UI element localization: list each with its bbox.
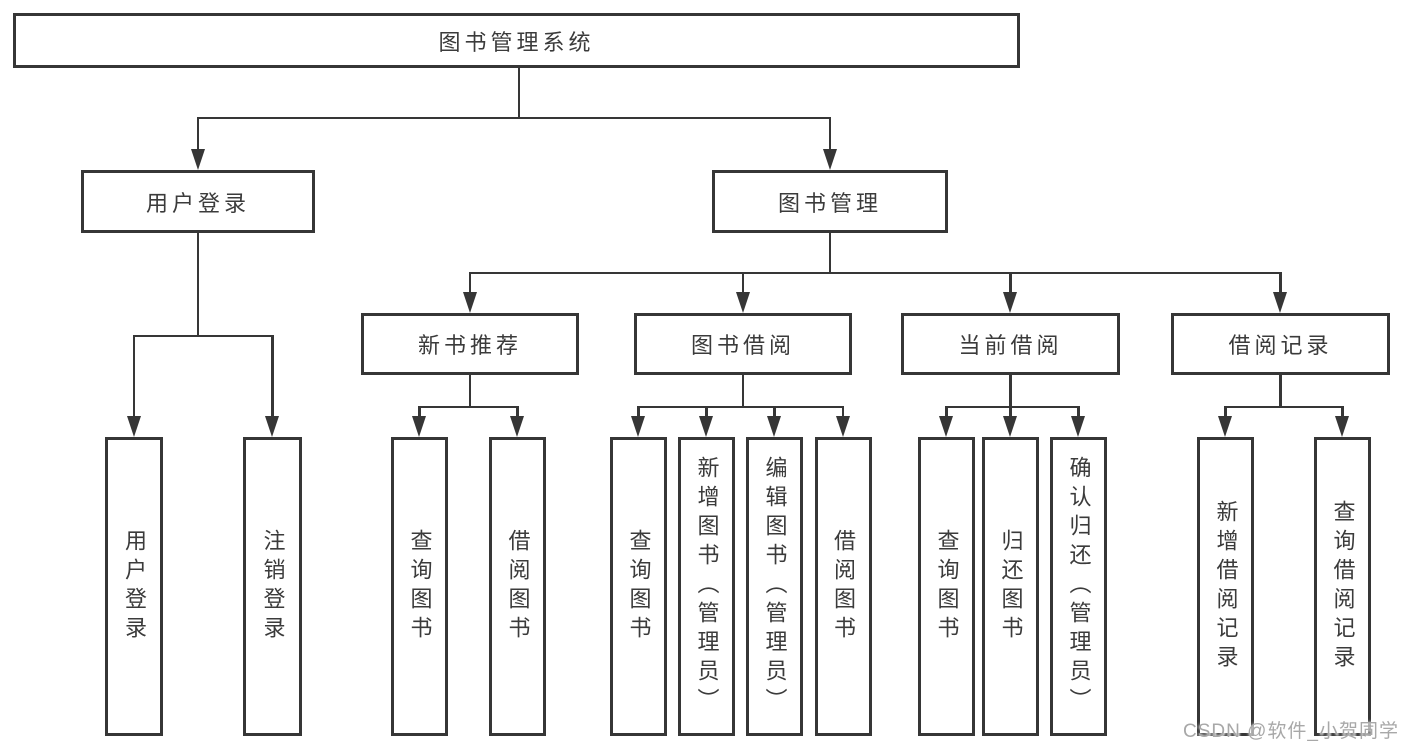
leaf-label: 查询图书 bbox=[626, 528, 652, 645]
leaf-label: 归还图书 bbox=[998, 528, 1024, 645]
connector-line bbox=[468, 375, 472, 407]
leaf-label: 新增借阅记录 bbox=[1213, 499, 1239, 674]
connector-line bbox=[132, 336, 136, 431]
node-label: 图书管理 bbox=[777, 190, 882, 216]
connector-line bbox=[517, 68, 521, 118]
connector-line bbox=[271, 336, 274, 431]
connector-arrowhead bbox=[412, 416, 426, 437]
leaf-label: 编辑图书（管理员） bbox=[762, 456, 788, 717]
leaf-label: 用户登录 bbox=[122, 528, 147, 645]
connector-line bbox=[1009, 375, 1012, 407]
connector-line bbox=[418, 405, 519, 409]
connector-arrowhead bbox=[190, 149, 205, 170]
leaf-label: 确认归还（管理员） bbox=[1066, 456, 1092, 717]
leaf-edit-book-admin: 编辑图书（管理员） bbox=[746, 437, 803, 736]
connector-arrowhead bbox=[767, 416, 781, 437]
leaf-query-books-3: 查询图书 bbox=[918, 437, 975, 736]
connector-arrowhead bbox=[1218, 416, 1232, 437]
leaf-query-books: 查询图书 bbox=[391, 437, 448, 736]
node-new-book-recommend: 新书推荐 bbox=[361, 313, 579, 375]
node-borrowing-records: 借阅记录 bbox=[1171, 313, 1390, 375]
leaf-label: 查询借阅记录 bbox=[1330, 499, 1356, 674]
connector-line bbox=[637, 405, 845, 409]
connector-arrowhead bbox=[1003, 292, 1017, 313]
connector-line bbox=[945, 405, 1080, 409]
leaf-add-borrow-record: 新增借阅记录 bbox=[1197, 437, 1254, 736]
connector-line bbox=[1279, 273, 1282, 307]
connector-line bbox=[468, 271, 1283, 275]
node-label: 图书管理系统 bbox=[438, 29, 595, 55]
connector-arrowhead bbox=[735, 292, 750, 313]
leaf-return-book: 归还图书 bbox=[982, 437, 1039, 736]
connector-line bbox=[741, 273, 745, 307]
connector-arrowhead bbox=[822, 149, 837, 170]
leaf-label: 借阅图书 bbox=[505, 528, 531, 645]
connector-arrowhead bbox=[835, 416, 850, 437]
leaf-query-borrow-record: 查询借阅记录 bbox=[1314, 437, 1371, 736]
leaf-logout: 注销登录 bbox=[243, 437, 302, 736]
node-user-login: 用户登录 bbox=[81, 170, 315, 233]
connector-line bbox=[1279, 375, 1282, 407]
node-label: 图书借阅 bbox=[690, 333, 795, 358]
connector-arrowhead bbox=[126, 416, 141, 437]
connector-line bbox=[1224, 405, 1344, 409]
node-label: 借阅记录 bbox=[1228, 333, 1333, 358]
connector-arrowhead bbox=[699, 416, 713, 437]
leaf-label: 查询图书 bbox=[934, 528, 960, 645]
leaf-query-books-2: 查询图书 bbox=[610, 437, 667, 736]
node-current-borrowing: 当前借阅 bbox=[901, 313, 1120, 375]
node-book-management: 图书管理 bbox=[712, 170, 948, 233]
leaf-borrow-books: 借阅图书 bbox=[489, 437, 546, 736]
csdn-watermark: CSDN @软件_小贺同学 bbox=[1183, 721, 1399, 742]
node-book-borrowing: 图书借阅 bbox=[634, 313, 852, 375]
connector-arrowhead bbox=[1071, 416, 1085, 437]
connector-line bbox=[196, 116, 832, 120]
connector-arrowhead bbox=[1335, 416, 1349, 437]
connector-arrowhead bbox=[631, 416, 645, 437]
connector-line bbox=[741, 375, 745, 407]
node-label: 当前借阅 bbox=[958, 333, 1063, 358]
connector-line bbox=[828, 233, 832, 273]
connector-line bbox=[1009, 273, 1012, 307]
leaf-label: 新增图书（管理员） bbox=[694, 456, 720, 717]
leaf-confirm-return-admin: 确认归还（管理员） bbox=[1050, 437, 1107, 736]
connector-line bbox=[196, 118, 200, 164]
node-label: 用户登录 bbox=[145, 190, 250, 216]
connector-line bbox=[468, 273, 472, 307]
connector-arrowhead bbox=[510, 416, 524, 437]
connector-line bbox=[828, 118, 832, 164]
node-label: 新书推荐 bbox=[417, 333, 522, 358]
connector-arrowhead bbox=[939, 416, 953, 437]
connector-arrowhead bbox=[1273, 292, 1287, 313]
leaf-label: 查询图书 bbox=[407, 528, 433, 645]
leaf-borrow-books-2: 借阅图书 bbox=[814, 437, 872, 736]
connector-arrowhead bbox=[462, 292, 477, 313]
node-library-management-system: 图书管理系统 bbox=[13, 13, 1020, 68]
leaf-label: 借阅图书 bbox=[831, 528, 856, 645]
connector-line bbox=[132, 334, 274, 338]
connector-line bbox=[196, 233, 200, 336]
leaf-user-login: 用户登录 bbox=[105, 437, 163, 736]
connector-arrowhead bbox=[1003, 416, 1017, 437]
leaf-add-book-admin: 新增图书（管理员） bbox=[678, 437, 735, 736]
connector-arrowhead bbox=[265, 416, 279, 437]
leaf-label: 注销登录 bbox=[260, 528, 286, 645]
